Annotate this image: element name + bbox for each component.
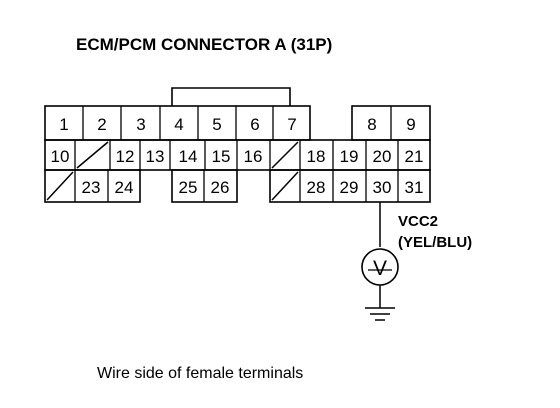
pin-4: 4 — [174, 115, 183, 134]
pin-21: 21 — [405, 147, 424, 166]
pin-6: 6 — [250, 115, 259, 134]
voltmeter-symbol: V — [373, 257, 387, 280]
connector-dividers — [74, 106, 399, 202]
pin-18: 18 — [307, 147, 326, 166]
pin-row-bottom: 23 24 25 26 28 29 30 31 — [82, 178, 424, 197]
pin-23: 23 — [82, 178, 101, 197]
pin-12: 12 — [116, 147, 135, 166]
pin-30: 30 — [373, 178, 392, 197]
voltmeter-icon: V — [361, 248, 399, 286]
connector-title: ECM/PCM CONNECTOR A (31P) — [76, 35, 332, 54]
pin-29: 29 — [340, 178, 359, 197]
pin-1: 1 — [59, 115, 68, 134]
pin-row-middle: 10 12 13 14 15 16 18 19 20 21 — [51, 147, 424, 166]
pin-16: 16 — [244, 147, 263, 166]
ground-icon — [365, 285, 395, 321]
pin-19: 19 — [340, 147, 359, 166]
pin-2: 2 — [97, 115, 106, 134]
wire-name-label: VCC2 — [398, 213, 438, 230]
pin-row-top: 1 2 3 4 5 6 7 8 9 — [59, 115, 415, 134]
pin-5: 5 — [212, 115, 221, 134]
pin-8: 8 — [367, 115, 376, 134]
unused-terminal-slashes — [46, 141, 299, 201]
wire-color-label: (YEL/BLU) — [398, 234, 472, 251]
pin-7: 7 — [287, 115, 296, 134]
pin-15: 15 — [212, 147, 231, 166]
pin-10: 10 — [51, 147, 70, 166]
pin-26: 26 — [211, 178, 230, 197]
diagram-caption: Wire side of female terminals — [97, 365, 303, 382]
pin-9: 9 — [406, 115, 415, 134]
pin-3: 3 — [136, 115, 145, 134]
pin-28: 28 — [307, 178, 326, 197]
pin-13: 13 — [146, 147, 165, 166]
pin-24: 24 — [115, 178, 134, 197]
pin-20: 20 — [373, 147, 392, 166]
pin-31: 31 — [405, 178, 424, 197]
pin-14: 14 — [179, 147, 198, 166]
pin-25: 25 — [179, 178, 198, 197]
